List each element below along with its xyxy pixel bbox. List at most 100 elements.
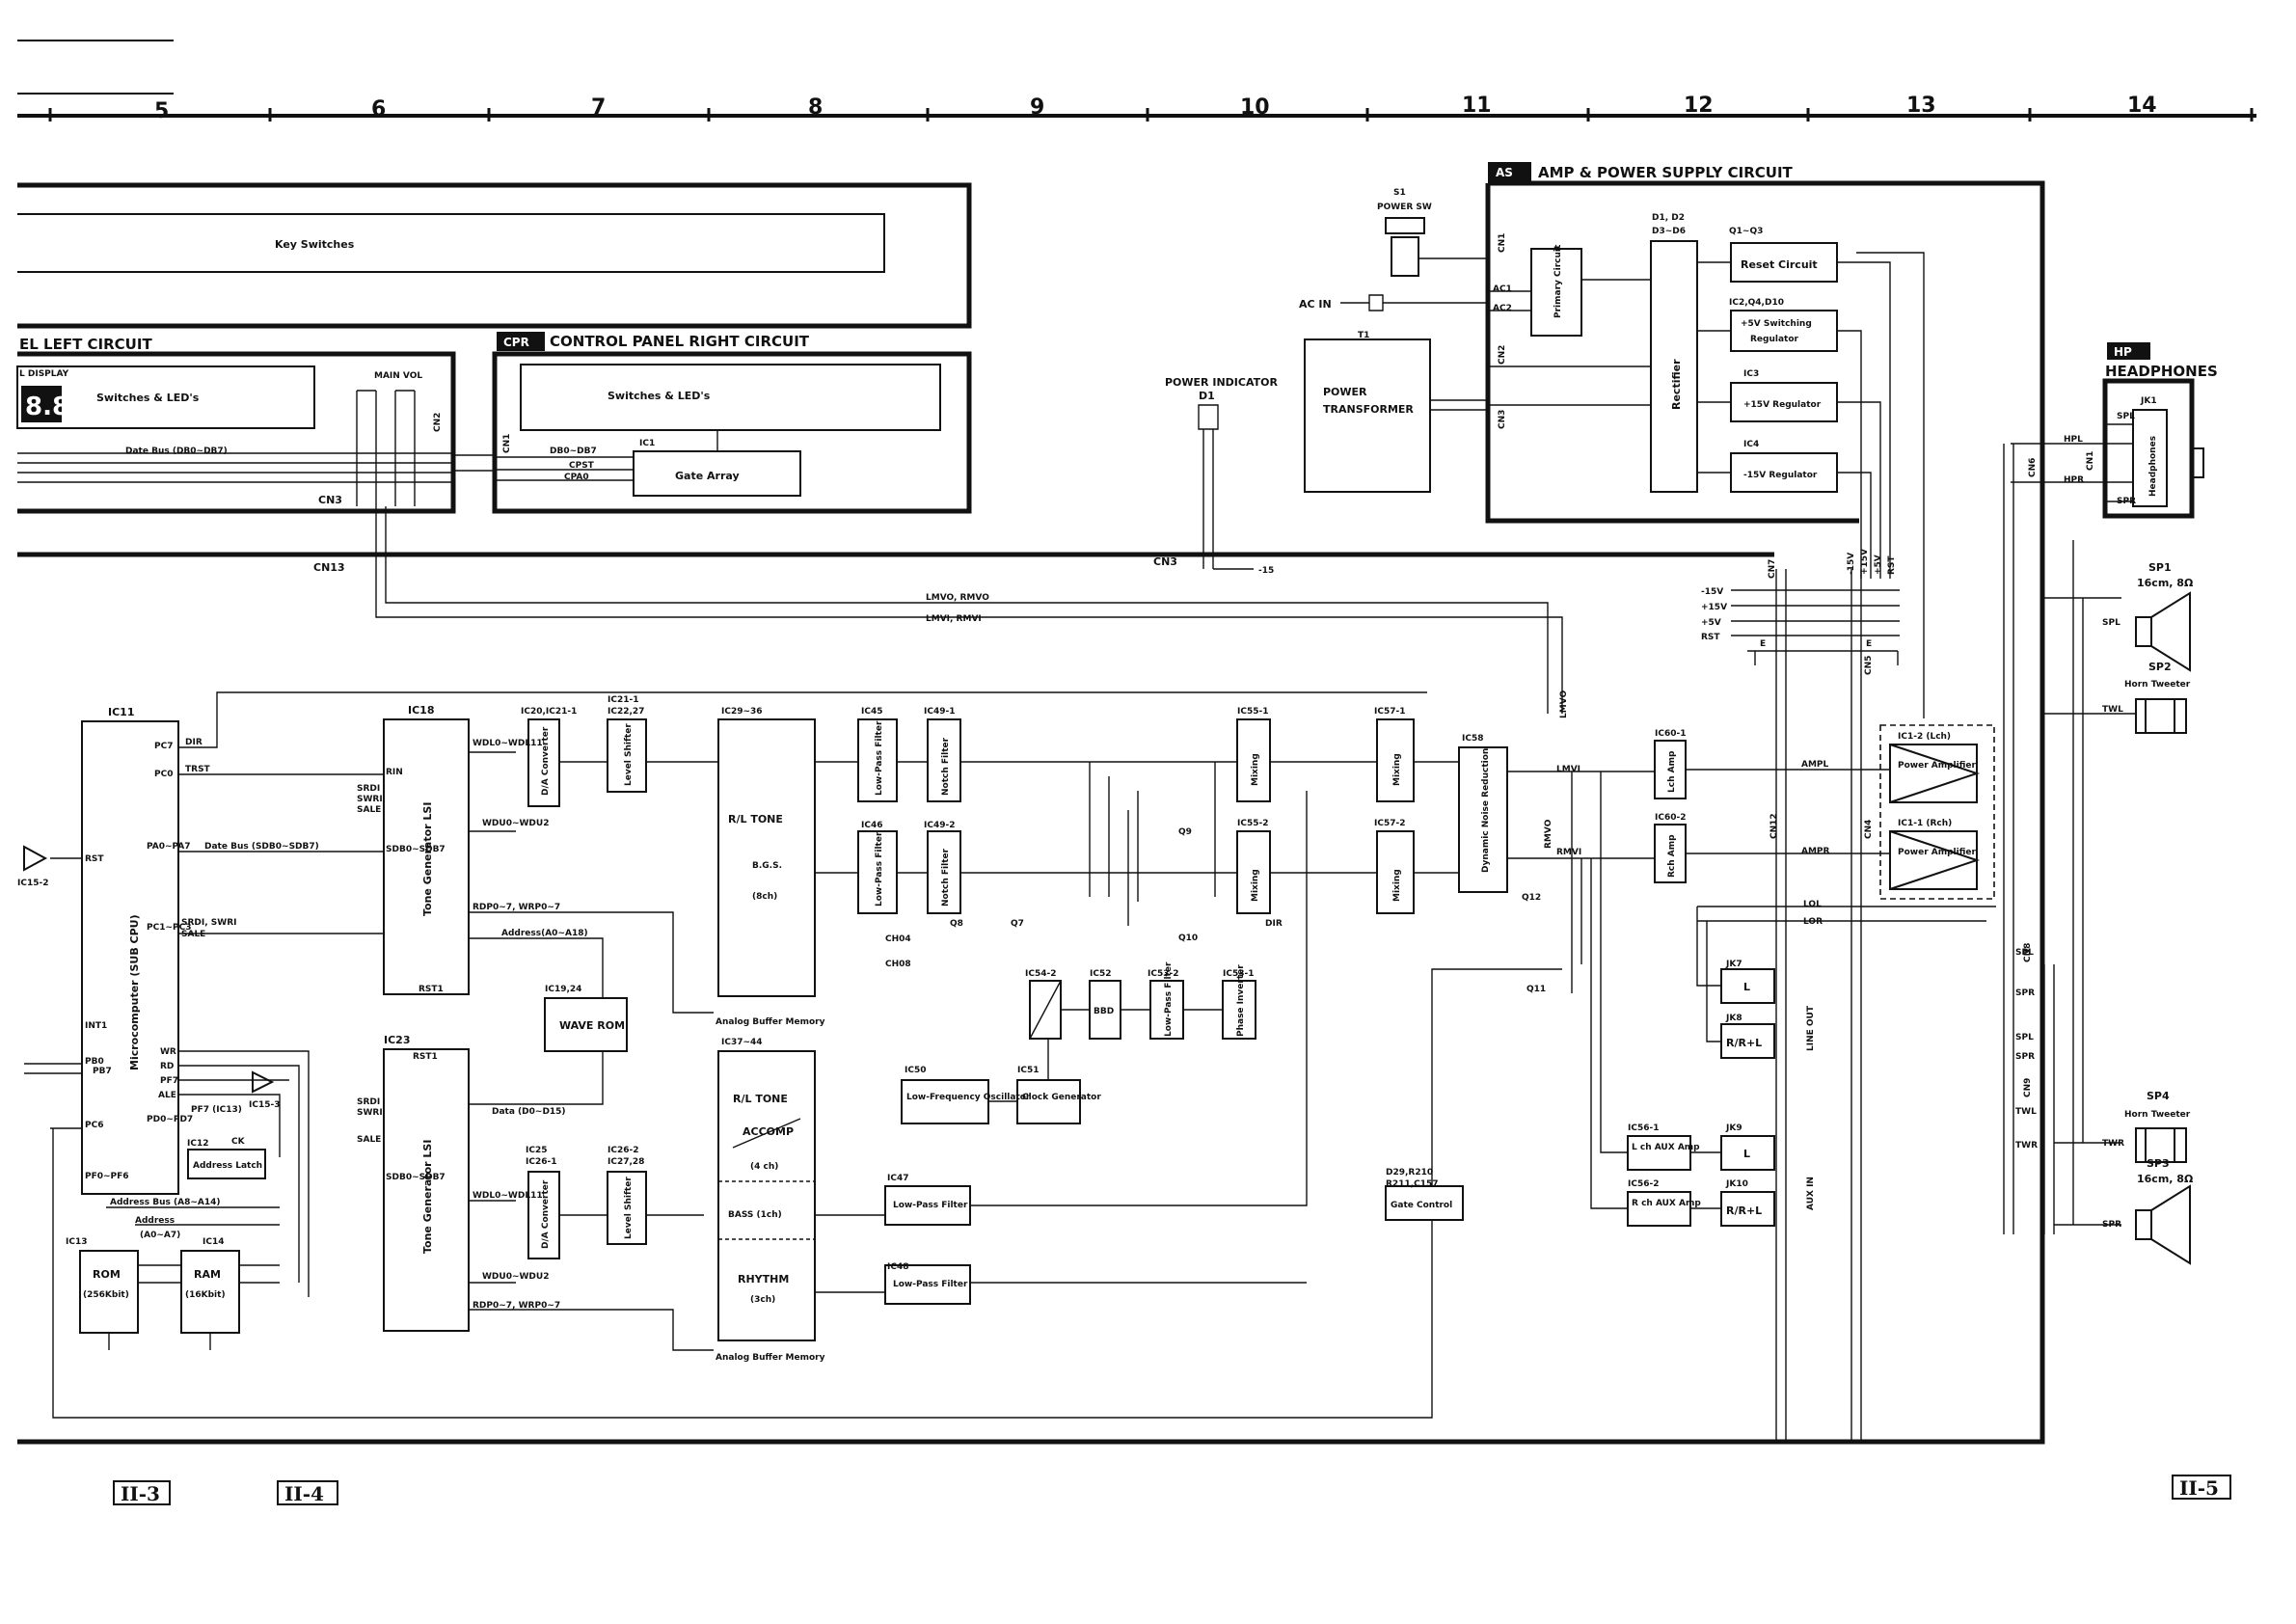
ic1-2-label: IC1-2 (Lch): [1898, 732, 1951, 742]
cpu-pin-pc7: PC7: [154, 742, 173, 751]
ic56-1-label: IC56-1: [1628, 1123, 1659, 1133]
cn9-twr: TWR: [2015, 1141, 2038, 1150]
lpf-label-4: Low-Pass Filter: [893, 1201, 968, 1210]
spk-cn6: CN6: [2028, 458, 2038, 477]
ic18-rst: RST1: [419, 985, 444, 994]
q9-label: Q9: [1178, 827, 1192, 837]
rail-m15: -15V: [1847, 553, 1856, 575]
notch-label-1: Notch Filter: [941, 737, 951, 796]
power-indicator: POWER INDICATOR D1 CN3 -15: [1153, 376, 1278, 576]
cpl-switches-label: Switches & LED's: [96, 392, 200, 404]
transformer-label-2: TRANSFORMER: [1323, 403, 1414, 416]
ic18-rin: RIN: [386, 768, 403, 777]
cpu-block: IC11 Microcomputer (SUB CPU) RST INT1 PB…: [17, 691, 1427, 1297]
headphones-jack-label: Headphones: [2148, 436, 2158, 497]
cn4-label: CN4: [1864, 820, 1874, 839]
rail-rst: RST: [1887, 555, 1897, 575]
lmvo-label: LMVO: [1559, 690, 1569, 718]
a0a7-label: (A0~A7): [140, 1231, 180, 1240]
ruler-col-11: 11: [1462, 94, 1492, 118]
key-switches-panel: Key Switches: [17, 182, 972, 329]
ic52-label: IC52: [1090, 969, 1111, 979]
ic4-label: IC4: [1743, 440, 1759, 449]
amp-power-supply-section: AS AMP & POWER SUPPLY CIRCUIT S1 POWER S…: [17, 162, 2045, 1445]
key-switches-label: Key Switches: [275, 238, 355, 251]
sp2-twl: TWL: [2102, 705, 2123, 715]
ls-ref-2: IC22,27: [608, 707, 644, 717]
cpu-name: Microcomputer (SUB CPU): [128, 914, 141, 1070]
sp3-spec: 16cm, 8Ω: [2137, 1173, 2194, 1185]
clock-label: Clock Generator: [1022, 1093, 1101, 1102]
sp1-label: SP1: [2148, 561, 2172, 574]
address-latch-label: Address Latch: [193, 1161, 262, 1171]
cpl-cn13: CN13: [313, 561, 345, 574]
bbd-label: BBD: [1094, 1007, 1114, 1016]
ic45-label: IC45: [861, 707, 882, 717]
power-m15: -15: [1258, 566, 1274, 576]
q1q3-label: Q1~Q3: [1729, 227, 1763, 236]
ic18-wdlo: WDL0~WDL11: [473, 739, 543, 748]
bgs-label: B.G.S.: [752, 861, 782, 871]
notch-label-2: Notch Filter: [941, 848, 951, 907]
line-out-label: LINE OUT: [1806, 1005, 1816, 1051]
ampr-label: AMPR: [1801, 847, 1830, 856]
output-stage: IC57-1 Mixing IC57-2 Mixing IC58 Dynamic…: [52, 690, 1996, 1419]
rail-left-p5: +5V: [1701, 618, 1721, 628]
ic2-ref: IC2,Q4,D10: [1729, 298, 1784, 308]
rail-left-rst: RST: [1701, 633, 1720, 642]
ruler-col-8: 8: [808, 95, 823, 120]
power-amp-label-1: Power Amplifier: [1898, 761, 1977, 771]
lor-label: LOR: [1803, 917, 1823, 927]
ps-cn5: CN5: [1864, 656, 1874, 675]
cn9-twl: TWL: [2015, 1107, 2037, 1117]
cpl-display-label: L DISPLAY: [19, 369, 69, 379]
ic53-1-label: IC53-1: [1223, 969, 1254, 979]
q7-label: Q7: [1011, 919, 1024, 929]
ic23-label: IC23: [384, 1034, 410, 1046]
main-vol-label: MAIN VOL: [374, 371, 422, 381]
sp2-label: SP2: [2148, 661, 2172, 673]
power-sw-label: POWER SW: [1377, 203, 1432, 212]
rectifier-label: Rectifier: [1670, 359, 1683, 410]
ls-ref-4: IC27,28: [608, 1157, 644, 1167]
ic23-sdb: SDB0~SDB7: [386, 1173, 446, 1182]
cpu-pin-pa: PA0~PA7: [147, 842, 191, 852]
gate-ref-1: D29,R210: [1386, 1168, 1433, 1177]
ic18-srdi: SRDI: [357, 784, 380, 794]
ic48-label: IC48: [887, 1262, 908, 1272]
cpl-date-bus: Date Bus (DB0~DB7): [125, 447, 228, 456]
rmvi-label: RMVI: [1556, 848, 1581, 857]
wave-rom-label: WAVE ROM: [559, 1019, 625, 1032]
ruler-col-10: 10: [1240, 95, 1270, 120]
dac-and-level-shifters: IC20,IC21-1 D/A Converter IC21-1 IC22,27…: [521, 695, 718, 1259]
cpr-cn1: CN1: [502, 434, 512, 453]
ic18-sdb: SDB0~SDB7: [386, 845, 446, 854]
d-ref-1: D1, D2: [1652, 213, 1685, 223]
abus-label: Address Bus (A8~A14): [110, 1198, 220, 1207]
cn9-spl: SPL: [2015, 1033, 2034, 1042]
reg15n-label: -15V Regulator: [1743, 471, 1818, 480]
cpu-pin-int1: INT1: [85, 1021, 107, 1031]
aux-in-label: AUX IN: [1806, 1177, 1816, 1210]
jk7-l: L: [1743, 981, 1750, 993]
cpl-cn2: CN2: [433, 413, 443, 432]
sp2-name: Horn Tweeter: [2124, 680, 2191, 690]
ic55-1-label: IC55-1: [1237, 707, 1268, 717]
analog-buffers: IC29~36 R/L TONE B.G.S. (8ch) Analog Buf…: [716, 707, 825, 1363]
ic49-2-label: IC49-2: [924, 821, 955, 830]
switching-label-1: +5V Switching: [1741, 319, 1812, 329]
ps-cn1: CN1: [1498, 233, 1507, 253]
primary-circuit-label: Primary Circuit: [1553, 244, 1563, 318]
hp-tag: HP: [2114, 345, 2132, 359]
d-ref-2: D3~D6: [1652, 227, 1686, 236]
cpr-switches-label: Switches & LED's: [608, 390, 711, 402]
q8-label: Q8: [950, 919, 963, 929]
ground-e-2: E: [1866, 639, 1872, 649]
jk10-rl: R/R+L: [1726, 1204, 1762, 1217]
ram-size: (16Kbit): [185, 1290, 226, 1300]
rom-label: ROM: [93, 1268, 121, 1281]
page-ref-ii-4: II-4: [284, 1482, 324, 1505]
jk9-l: L: [1743, 1148, 1750, 1160]
abm-label-2: Analog Buffer Memory: [716, 1353, 825, 1363]
